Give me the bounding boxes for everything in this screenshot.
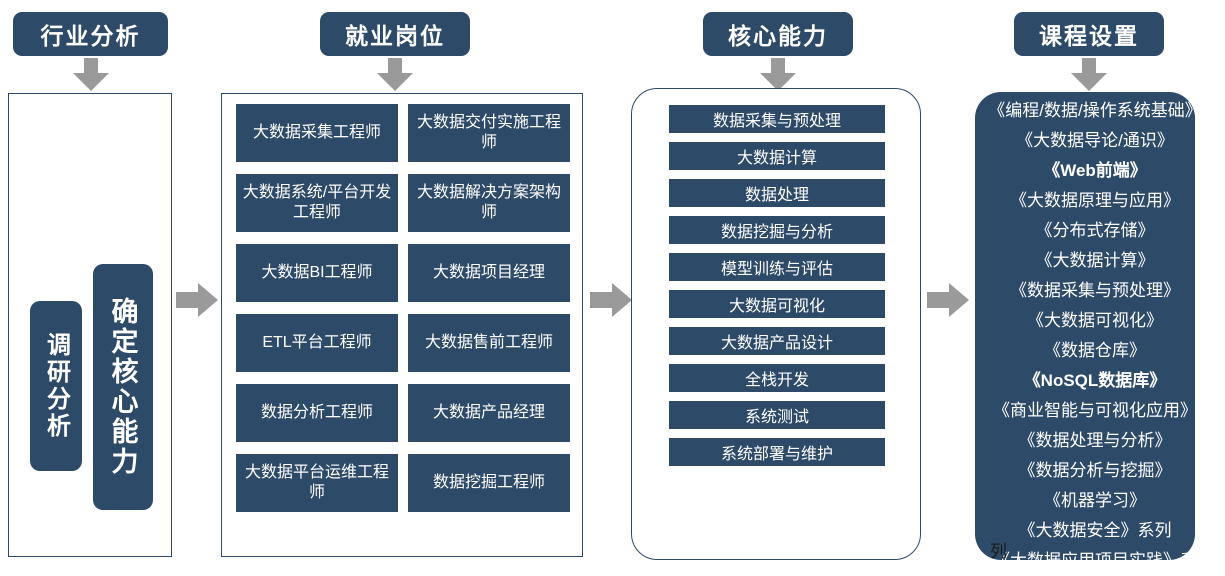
course-item: 《数据处理与分析》 <box>1018 431 1172 450</box>
arrow-head <box>612 283 632 317</box>
course-item: 《大数据导论/通识》 <box>1016 131 1174 150</box>
job-card: 大数据项目经理 <box>408 244 570 302</box>
arrow-shaft <box>176 292 200 308</box>
ability-item: 数据处理 <box>669 179 885 207</box>
arrow-shaft <box>84 58 98 75</box>
ability-item: 大数据计算 <box>669 142 885 170</box>
course-item: 《数据分析与挖掘》 <box>1018 461 1172 480</box>
ability-item: 大数据产品设计 <box>669 327 885 355</box>
job-card: 大数据平台运维工程师 <box>236 454 398 512</box>
stage-header-employment-positions: 就业岗位 <box>320 12 470 56</box>
stage-header-industry-analysis: 行业分析 <box>13 12 168 56</box>
panel-core-abilities: 数据采集与预处理 大数据计算 数据处理 数据挖掘与分析 模型训练与评估 大数据可… <box>631 88 921 560</box>
arrow-shaft <box>927 292 951 308</box>
course-item: 《大数据计算》 <box>1035 251 1155 270</box>
job-card: 数据分析工程师 <box>236 384 398 442</box>
course-overflow-text: 列 <box>990 542 1007 561</box>
right-arrow-icon-industry-to-jobs <box>176 283 218 317</box>
course-item: 《大数据应用项目实践》系 <box>993 551 1197 570</box>
arrow-head <box>1071 73 1107 91</box>
right-arrow-icon-jobs-to-abilities <box>590 283 632 317</box>
arrow-head <box>760 73 796 91</box>
arrow-shaft <box>590 292 614 308</box>
down-arrow-icon-abilities <box>760 58 796 91</box>
course-item: 《编程/数据/操作系统基础》 <box>988 101 1202 120</box>
course-item: 《商业智能与可视化应用》 <box>993 401 1197 420</box>
panel-curriculum-setup: 《编程/数据/操作系统基础》 《大数据导论/通识》 《Web前端》 《大数据原理… <box>975 92 1202 570</box>
ability-item: 数据挖掘与分析 <box>669 216 885 244</box>
job-card: 大数据交付实施工程师 <box>408 104 570 162</box>
job-card: 大数据售前工程师 <box>408 314 570 372</box>
course-list: 《编程/数据/操作系统基础》 《大数据导论/通识》 《Web前端》 《大数据原理… <box>970 96 1220 576</box>
ability-item: 大数据可视化 <box>669 290 885 318</box>
job-card: 大数据系统/平台开发工程师 <box>236 174 398 232</box>
down-arrow-icon-jobs <box>377 58 413 91</box>
ability-item: 模型训练与评估 <box>669 253 885 281</box>
arrow-head <box>73 73 109 91</box>
job-card: 大数据解决方案架构师 <box>408 174 570 232</box>
right-arrow-icon-abilities-to-courses <box>927 283 969 317</box>
down-arrow-icon-industry <box>73 58 109 91</box>
vertical-box-research-analysis: 调研分析 <box>30 301 82 471</box>
stage-header-core-abilities: 核心能力 <box>703 12 853 56</box>
course-item: 《分布式存储》 <box>1035 221 1155 240</box>
jobs-grid: 大数据采集工程师 大数据交付实施工程师 大数据系统/平台开发工程师 大数据解决方… <box>236 104 570 512</box>
ability-item: 数据采集与预处理 <box>669 105 885 133</box>
course-item: 《Web前端》 <box>1043 161 1147 180</box>
arrow-head <box>377 73 413 91</box>
course-item: 《机器学习》 <box>1044 491 1146 510</box>
course-item: 《大数据原理与应用》 <box>1010 191 1180 210</box>
job-card: 数据挖掘工程师 <box>408 454 570 512</box>
ability-item: 系统部署与维护 <box>669 438 885 466</box>
stage-header-curriculum-setup: 课程设置 <box>1014 12 1164 56</box>
panel-industry-analysis: 调研分析 确定核心能力 <box>8 93 172 557</box>
arrow-shaft <box>1082 58 1096 75</box>
course-item: 《数据仓库》 <box>1044 341 1146 360</box>
arrow-head <box>198 283 218 317</box>
arrow-head <box>949 283 969 317</box>
arrow-shaft <box>388 58 402 75</box>
job-card: 大数据采集工程师 <box>236 104 398 162</box>
course-item: 《大数据安全》系列 <box>1018 521 1172 540</box>
course-item: 《大数据可视化》 <box>1027 311 1163 330</box>
ability-item: 全栈开发 <box>669 364 885 392</box>
job-card: 大数据BI工程师 <box>236 244 398 302</box>
ability-list: 数据采集与预处理 大数据计算 数据处理 数据挖掘与分析 模型训练与评估 大数据可… <box>669 105 885 466</box>
vertical-box-determine-core-ability: 确定核心能力 <box>93 264 153 510</box>
job-card: 大数据产品经理 <box>408 384 570 442</box>
course-item: 《NoSQL数据库》 <box>1023 371 1167 390</box>
panel-employment-positions: 大数据采集工程师 大数据交付实施工程师 大数据系统/平台开发工程师 大数据解决方… <box>221 93 583 557</box>
down-arrow-icon-courses <box>1071 58 1107 91</box>
arrow-shaft <box>771 58 785 75</box>
job-card: ETL平台工程师 <box>236 314 398 372</box>
course-item: 《数据采集与预处理》 <box>1010 281 1180 300</box>
ability-item: 系统测试 <box>669 401 885 429</box>
